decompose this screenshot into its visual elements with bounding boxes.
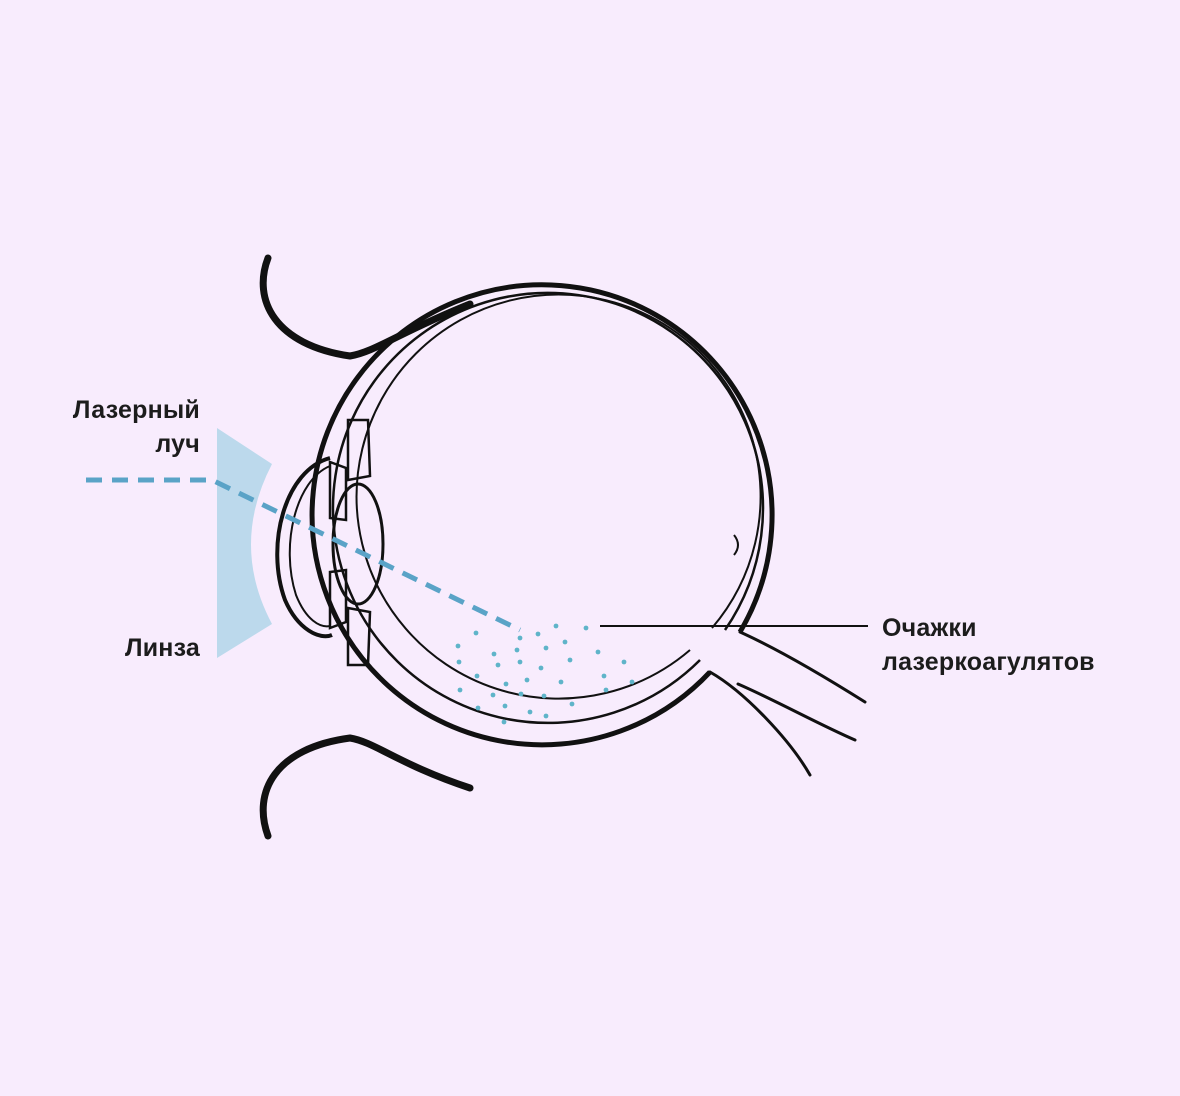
iris-tip-lower — [328, 568, 348, 630]
lens-label: Линза — [124, 634, 200, 662]
iris-tip-upper — [328, 460, 348, 522]
laser-beam-label-line2: луч — [155, 430, 200, 458]
retina-layer — [355, 293, 762, 700]
laser-beam-label-line1: Лазерный — [72, 396, 200, 424]
optic-nerve — [708, 630, 867, 777]
contact-lens — [217, 428, 272, 658]
upper-eyelid — [259, 254, 474, 360]
spots-label-line2: лазеркоагулятов — [882, 648, 1095, 676]
crystalline-lens — [331, 482, 385, 606]
lower-eyelid — [259, 734, 474, 840]
choroid-layer — [331, 291, 765, 725]
spots-label-line1: Очажки — [882, 614, 977, 642]
laser-beam-label: Лазерный луч — [40, 393, 200, 461]
laser-beam — [86, 477, 522, 633]
cornea — [275, 456, 333, 639]
spots-label: Очажки лазеркоагулятов — [882, 611, 1095, 679]
coagulation-spots — [455, 623, 635, 725]
iris-upper — [346, 418, 372, 482]
iris-lower — [346, 606, 372, 667]
fovea — [733, 534, 739, 556]
sclera — [309, 282, 775, 748]
cornea-inner — [288, 465, 331, 628]
